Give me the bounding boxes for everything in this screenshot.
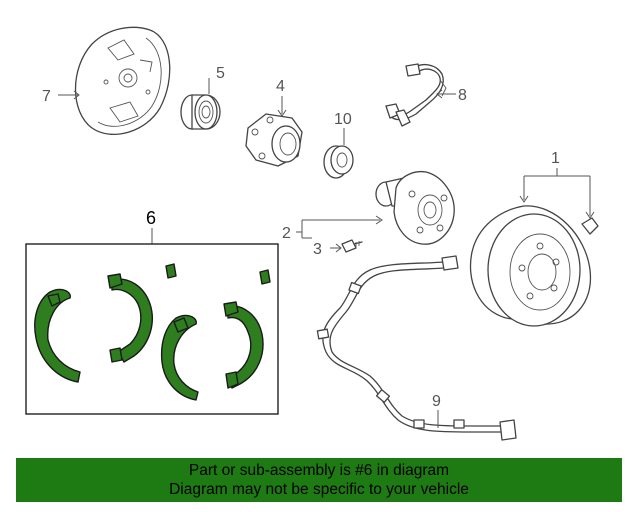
shoe-clip-1[interactable]: [165, 263, 177, 279]
shoe-kit-box[interactable]: [25, 243, 279, 415]
callout-10: 10: [334, 111, 352, 128]
banner-line-1: Part or sub-assembly is #6 in diagram: [188, 462, 450, 479]
lock-nut-part-10[interactable]: [323, 145, 354, 179]
callout-1: 1: [551, 150, 560, 167]
bearing-part-5[interactable]: [180, 94, 221, 130]
hub-carrier-part-4[interactable]: [245, 113, 303, 167]
callout-8: 8: [458, 87, 467, 104]
brake-shoe-4[interactable]: [223, 301, 264, 389]
info-banner: Part or sub-assembly is #6 in diagram Di…: [16, 458, 622, 502]
callout-2: 2: [282, 225, 291, 242]
hub-bolt-part-3[interactable]: [341, 239, 363, 253]
parts-diagram: 7 5 4 10 8: [25, 26, 599, 441]
callout-6: 6: [146, 208, 156, 228]
banner-line-2: Diagram may not be specific to your vehi…: [169, 481, 469, 498]
brake-shoe-3[interactable]: [160, 314, 199, 401]
callout-3: 3: [313, 241, 322, 258]
callout-5: 5: [216, 65, 225, 82]
callout-bracket-2: [296, 219, 380, 239]
callout-7: 7: [42, 88, 51, 105]
brake-shoe-1[interactable]: [34, 288, 81, 383]
axle-hub-part-2[interactable]: [375, 170, 455, 245]
brake-drum-part-1[interactable]: [469, 205, 592, 327]
drum-plug-part[interactable]: [581, 217, 599, 235]
brake-shoe-2[interactable]: [107, 273, 153, 363]
abs-sensor-part-9[interactable]: [316, 255, 517, 441]
callout-bracket-1: [523, 168, 591, 216]
shoe-clip-2[interactable]: [259, 269, 271, 285]
brake-tube-part-8[interactable]: [385, 63, 447, 127]
backing-plate-part-7[interactable]: [74, 26, 171, 136]
callout-4: 4: [276, 78, 285, 95]
callout-9: 9: [432, 393, 441, 410]
